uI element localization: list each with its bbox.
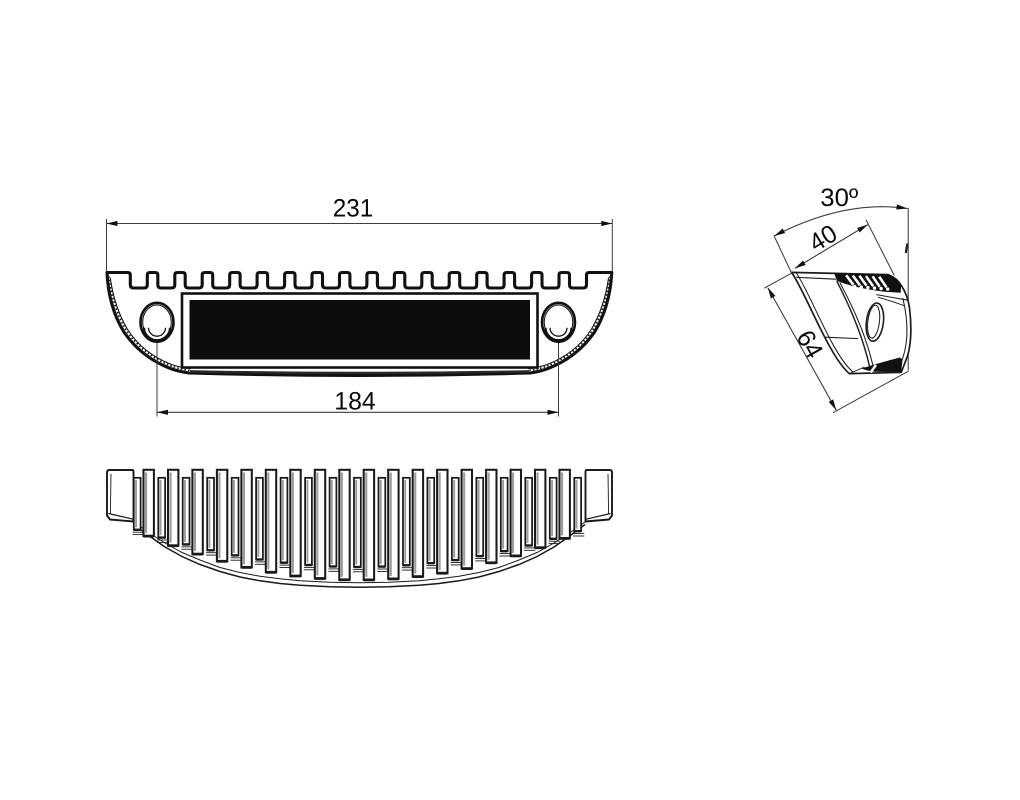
svg-text:231: 231 [333, 194, 374, 222]
svg-text:40: 40 [804, 220, 842, 258]
svg-text:184: 184 [334, 388, 376, 416]
svg-text:30º: 30º [820, 184, 858, 212]
